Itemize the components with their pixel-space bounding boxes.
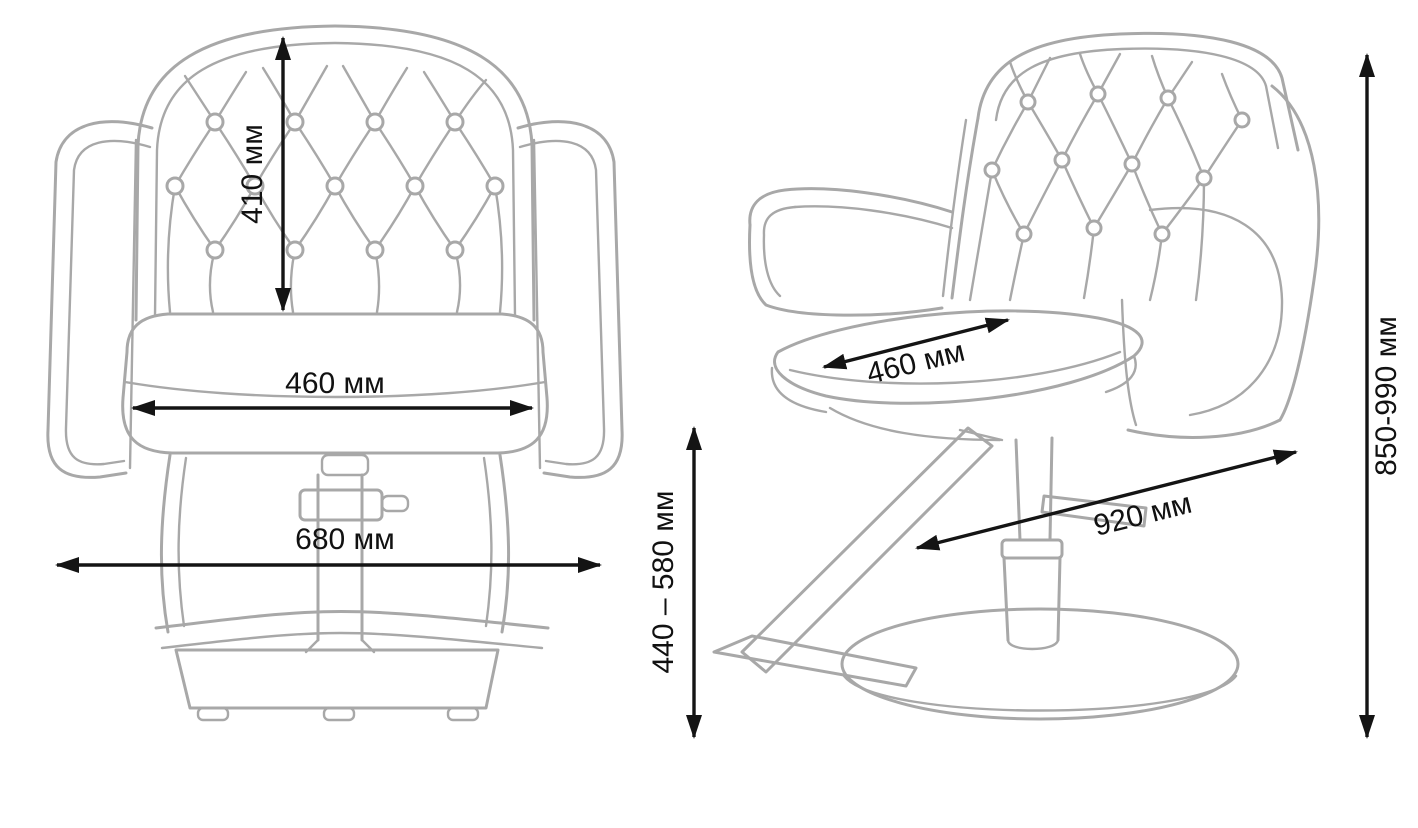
dim-backrest-height-label: 410 мм xyxy=(236,124,269,224)
base-disc xyxy=(840,607,1240,721)
dim-reach-length-arrow xyxy=(915,449,1298,551)
dim-overall-height-range-label: 850-990 мм xyxy=(1370,316,1403,476)
backrest-inner-line xyxy=(153,41,517,318)
dim-overall-width: 680 мм xyxy=(55,523,602,573)
dim-backrest-height: 410 мм xyxy=(236,36,291,312)
dim-seat-height-range: 440 – 580 мм xyxy=(647,426,702,739)
dim-seat-width-label: 460 мм xyxy=(285,367,385,400)
seat-cushion-front xyxy=(121,312,549,455)
backrest-side xyxy=(941,31,1300,300)
hydraulic-side xyxy=(1000,436,1148,651)
dim-seat-height-range-label: 440 – 580 мм xyxy=(647,490,680,673)
armrest-side xyxy=(748,187,954,317)
footrest xyxy=(712,426,1004,688)
dim-seat-width: 460 мм xyxy=(131,367,534,416)
dim-seat-depth-arrow xyxy=(822,317,1010,370)
side-panel xyxy=(1120,84,1321,439)
dim-reach-length: 920 мм xyxy=(915,449,1298,551)
lower-skirt-front xyxy=(154,453,550,650)
dim-overall-height-range: 850-990 мм xyxy=(1359,53,1403,739)
front-view-chair xyxy=(46,24,624,722)
dim-reach-length-label: 920 мм xyxy=(1090,487,1195,543)
tufting-buttons-front xyxy=(165,112,505,260)
seat-side xyxy=(770,309,1144,442)
pedestal-base-front xyxy=(174,648,500,722)
backrest-outline xyxy=(134,24,536,322)
tufting-buttons-side xyxy=(983,85,1251,243)
side-view-chair xyxy=(712,31,1321,721)
right-armrest xyxy=(516,120,624,479)
dim-overall-width-label: 680 мм xyxy=(295,523,395,556)
